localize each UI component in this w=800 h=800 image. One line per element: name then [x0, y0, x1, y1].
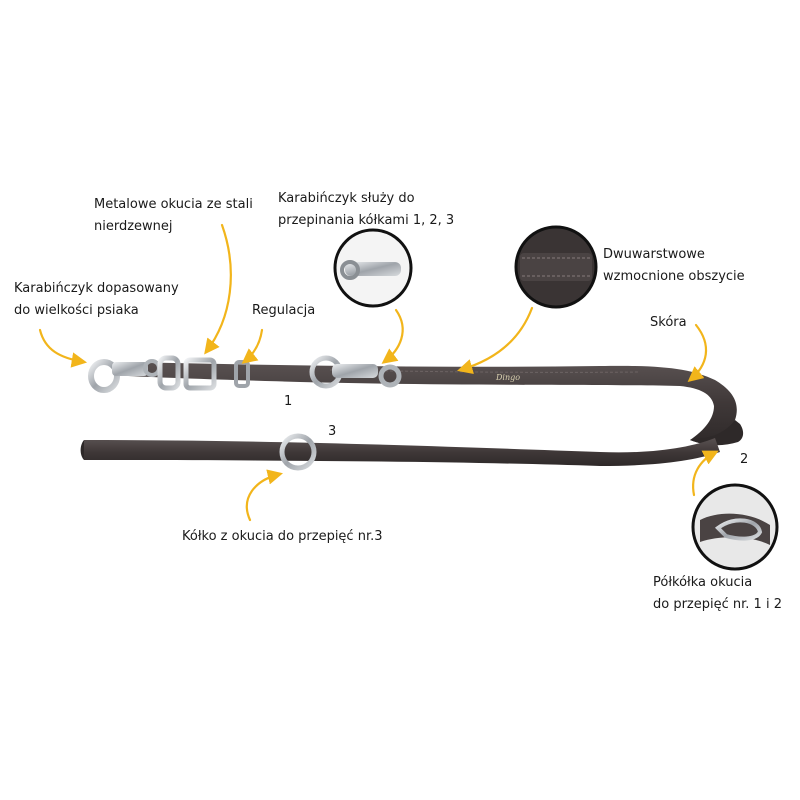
label-line: wzmocnione obszycie [603, 269, 745, 284]
label-line: nierdzewnej [94, 219, 173, 234]
label-ring: Kółko z okucia do przepięć nr.3 [182, 526, 383, 548]
lower-strap [84, 438, 720, 466]
label-carabiner-clip: Karabińczyk służy do przepinania kółkami… [278, 188, 454, 232]
arrow-snap-hook [38, 328, 88, 368]
arrow-carabiner [381, 308, 404, 364]
label-metal-fittings: Metalowe okucia ze stali nierdzewnej [94, 194, 253, 238]
zoom-stitching [514, 225, 598, 309]
upper-strap [128, 362, 737, 445]
label-line: Metalowe okucia ze stali [94, 197, 253, 212]
arrow-metal-fittings [204, 223, 232, 355]
label-line: Karabińczyk służy do [278, 191, 415, 206]
arrow-regulation [241, 328, 264, 364]
leash: Dingo [80, 355, 744, 471]
label-line: Karabińczyk dopasowany [14, 281, 179, 296]
end-loop [690, 420, 744, 446]
arrow-half-ring [692, 450, 719, 497]
buckle-ring [157, 355, 181, 391]
label-line: Półkółka okucia [653, 575, 753, 590]
arrow-leather [687, 323, 708, 382]
label-line: Kółko z okucia do przepięć nr.3 [182, 529, 383, 544]
label-half-ring: Półkółka okucia do przepięć nr. 1 i 2 [653, 572, 782, 616]
label-line: przepinania kółkami 1, 2, 3 [278, 213, 455, 228]
label-line: Skóra [650, 315, 687, 330]
label-line: do przepięć nr. 1 i 2 [653, 597, 782, 612]
number-2: 2 [740, 452, 749, 467]
number-1: 1 [284, 394, 293, 409]
ring-3 [279, 433, 317, 471]
arrow-stitching [457, 306, 534, 375]
label-line: Regulacja [252, 303, 316, 318]
zoom-carabiner [333, 228, 413, 308]
zoom-half-ring [691, 483, 779, 571]
center-carabiner [309, 355, 402, 389]
label-leather: Skóra [650, 312, 687, 334]
label-line: do wielkości psiaka [14, 303, 139, 318]
buckle [183, 357, 217, 391]
label-regulation: Regulacja [252, 300, 315, 322]
number-3: 3 [328, 424, 337, 439]
brand-logo: Dingo [495, 373, 520, 382]
label-line: Dwuwarstwowe [603, 247, 705, 262]
label-double-stitch: Dwuwarstwowe wzmocnione obszycie [603, 244, 745, 288]
arrow-ring [245, 469, 283, 522]
label-snap-hook: Karabińczyk dopasowany do wielkości psia… [14, 278, 179, 322]
